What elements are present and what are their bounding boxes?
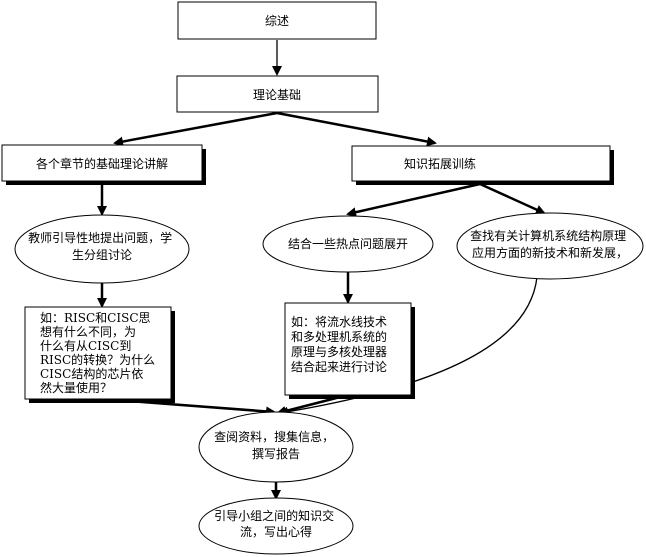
theory-label: 理论基础 xyxy=(253,88,301,102)
research-report-label: 查阅资料，搜集信息， 撰写报告 xyxy=(214,429,338,461)
search-new-tech-label: 查找有关计算机系统结构原理 应用方面的新技术和新发展， xyxy=(470,228,630,260)
search-new-tech-ellipse: 查找有关计算机系统结构原理 应用方面的新技术和新发展， xyxy=(456,212,644,280)
overview-box: 综述 xyxy=(177,1,377,40)
pipeline-example-box: 如：将流水线技术 和多处理机系统的 原理与多核处理器 结合起来进行讨论 xyxy=(284,302,415,399)
edges xyxy=(97,40,546,500)
knowledge-exchange-ellipse: 引导小组之间的知识交 流，写出心得 xyxy=(198,497,354,555)
pipeline-example-label: 如：将流水线技术 和多处理机系统的 原理与多核处理器 结合起来进行讨论 xyxy=(291,314,391,374)
research-report-ellipse: 查阅资料，搜集信息， 撰写报告 xyxy=(198,411,354,483)
teacher-guide-ellipse: 教师引导性地提出问题，学 生分组讨论 xyxy=(14,214,190,284)
knowledge-exchange-label: 引导小组之间的知识交 流，写出心得 xyxy=(214,508,338,539)
teacher-guide-label: 教师引导性地提出问题，学 生分组讨论 xyxy=(28,230,176,262)
edge-theory-to-chapter-theory xyxy=(113,111,278,147)
edge-theory-to-knowledge-training xyxy=(276,111,437,147)
edge-search-new-tech-to-research xyxy=(278,276,538,417)
knowledge-training-label: 知识拓展训练 xyxy=(404,156,476,171)
overview-label: 综述 xyxy=(265,14,289,28)
chapter-theory-label: 各个章节的基础理论讲解 xyxy=(36,156,168,171)
edge-knowledge-training-to-hot-topics xyxy=(346,182,481,218)
hot-topics-label: 结合一些热点问题展开 xyxy=(288,236,408,251)
hot-topics-ellipse: 结合一些热点问题展开 xyxy=(262,215,434,273)
risc-cisc-example-label: 如：RISC和CISC思 想有什么不同，为 什么有从CISC到 RISC的转换？… xyxy=(40,310,159,395)
risc-cisc-example-box: 如：RISC和CISC思 想有什么不同，为 什么有从CISC到 RISC的转换？… xyxy=(24,306,175,403)
theory-box: 理论基础 xyxy=(176,75,379,113)
edge-knowledge-training-to-search-new-tech xyxy=(479,182,546,215)
chapter-theory-box: 各个章节的基础理论讲解 xyxy=(1,144,206,185)
knowledge-training-box: 知识拓展训练 xyxy=(351,145,614,185)
